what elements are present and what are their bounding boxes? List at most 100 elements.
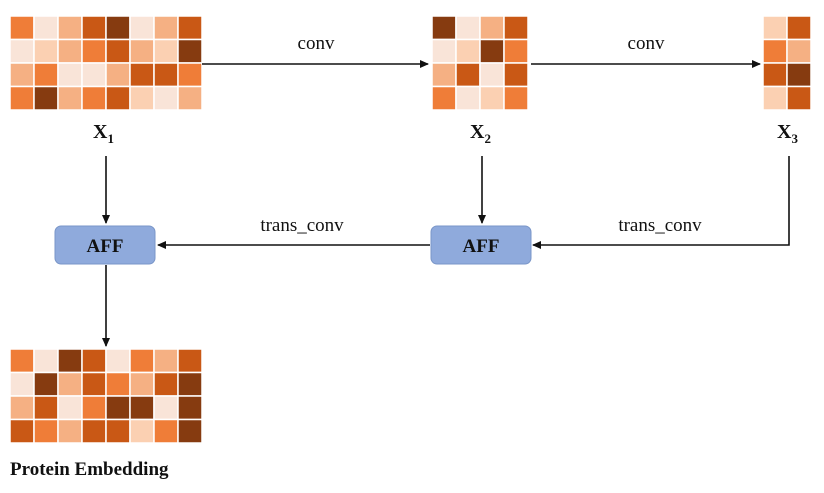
feature-matrix-x3 [762, 15, 812, 111]
x1-cell [105, 15, 131, 41]
conv-label-1: conv [298, 33, 335, 54]
x3-cell [762, 38, 788, 64]
x2-cell [431, 85, 457, 111]
trans-conv-label-2: trans_conv [618, 215, 702, 236]
x2-cell [503, 15, 529, 41]
x3-to-aff-arrow [532, 156, 790, 249]
embedding-cell [33, 395, 59, 421]
embedding-cell [177, 395, 203, 421]
x2-cell [431, 15, 457, 41]
aff-left-label: AFF [87, 236, 124, 257]
x2-cell [503, 62, 529, 88]
embedding-cell [81, 348, 107, 374]
embedding-cell [105, 348, 131, 374]
aff-right-label: AFF [463, 236, 500, 257]
embedding-cell [177, 418, 203, 444]
embedding-cell [177, 371, 203, 397]
embedding-cell [9, 348, 35, 374]
x3-label: X3 [777, 121, 798, 146]
x1-cell [177, 85, 203, 111]
x2-cell [455, 85, 481, 111]
x1-cell [81, 85, 107, 111]
feature-matrix-x1 [9, 15, 203, 111]
aff-node-right: AFF [430, 225, 532, 265]
x1-cell [57, 15, 83, 41]
aff-right-box [430, 225, 532, 265]
embedding-cell [57, 395, 83, 421]
x3-cell [762, 85, 788, 111]
embedding-cell [9, 371, 35, 397]
protein-embedding-matrix [9, 348, 203, 444]
x1-cell [105, 62, 131, 88]
embedding-cell [129, 418, 155, 444]
x1-cell [33, 85, 59, 111]
embedding-cell [81, 418, 107, 444]
embedding-cell [33, 418, 59, 444]
embedding-cell [9, 395, 35, 421]
embedding-cell [105, 371, 131, 397]
x2-cell [479, 85, 505, 111]
aff-left-box [54, 225, 156, 265]
x2-cell [455, 15, 481, 41]
x2-cell [455, 38, 481, 64]
feature-matrix-x2 [431, 15, 529, 111]
embedding-cell [105, 418, 131, 444]
x1-cell [177, 15, 203, 41]
embedding-cell [81, 395, 107, 421]
x1-cell [129, 62, 155, 88]
x3-cell [762, 62, 788, 88]
x1-cell [177, 38, 203, 64]
x2-cell [479, 62, 505, 88]
embedding-cell [57, 371, 83, 397]
x2-cell [431, 62, 457, 88]
embedding-cell [57, 348, 83, 374]
x1-cell [57, 62, 83, 88]
x1-cell [129, 38, 155, 64]
x1-cell [105, 85, 131, 111]
x1-cell [177, 62, 203, 88]
x1-cell [9, 85, 35, 111]
x2-cell [455, 62, 481, 88]
embedding-cell [129, 395, 155, 421]
embedding-cell [33, 371, 59, 397]
trans-conv-label-1: trans_conv [260, 215, 344, 236]
aff-node-left: AFF [54, 225, 156, 265]
x2-cell [431, 38, 457, 64]
x1-cell [33, 62, 59, 88]
x1-cell [129, 15, 155, 41]
x1-cell [33, 15, 59, 41]
x1-cell [9, 15, 35, 41]
conv-label-2: conv [628, 33, 665, 54]
x1-cell [153, 62, 179, 88]
embedding-cell [153, 418, 179, 444]
embedding-cell [153, 371, 179, 397]
embedding-cell [129, 348, 155, 374]
x1-cell [129, 85, 155, 111]
embedding-cell [57, 418, 83, 444]
x3-cell [786, 62, 812, 88]
x1-cell [57, 85, 83, 111]
x2-cell [479, 15, 505, 41]
embedding-cell [153, 395, 179, 421]
x1-cell [9, 62, 35, 88]
embedding-cell [153, 348, 179, 374]
x1-cell [81, 15, 107, 41]
x3-cell [786, 38, 812, 64]
x2-cell [503, 38, 529, 64]
x3-cell [786, 15, 812, 41]
x1-cell [153, 85, 179, 111]
x1-cell [57, 38, 83, 64]
embedding-cell [81, 371, 107, 397]
embedding-cell [105, 395, 131, 421]
x1-label: X1 [93, 121, 114, 146]
embedding-cell [177, 348, 203, 374]
x1-cell [81, 38, 107, 64]
x2-label: X2 [470, 121, 491, 146]
x3-cell [786, 85, 812, 111]
x1-cell [105, 38, 131, 64]
x3-cell [762, 15, 788, 41]
x1-cell [9, 38, 35, 64]
x1-cell [153, 38, 179, 64]
